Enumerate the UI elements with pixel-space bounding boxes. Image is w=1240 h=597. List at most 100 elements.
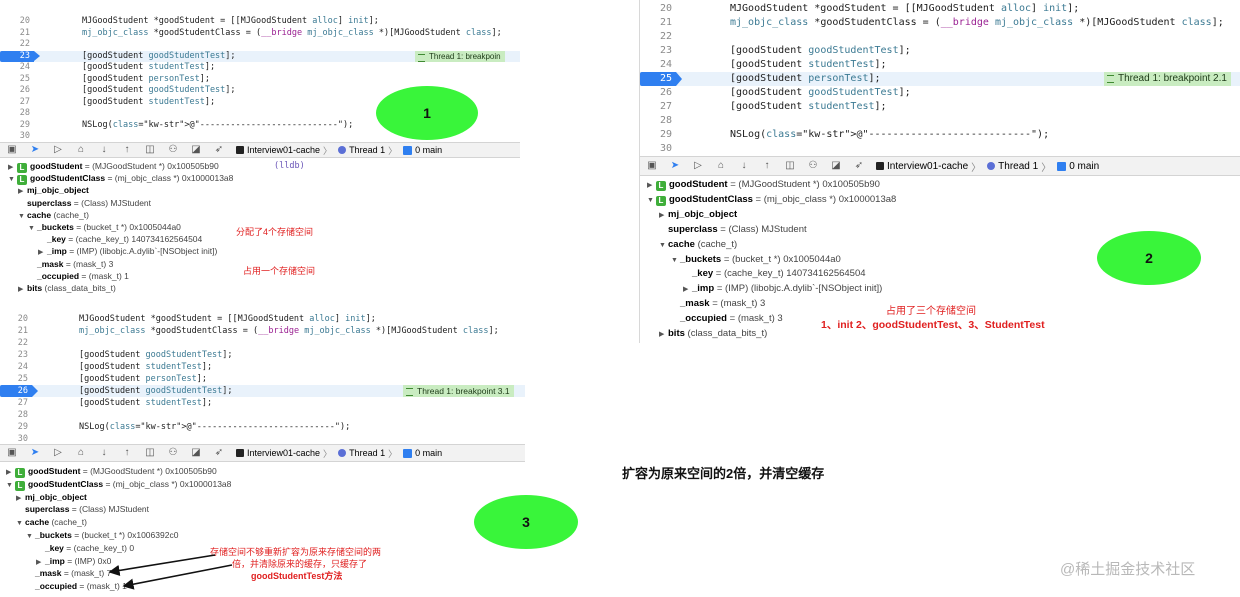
variable-row[interactable]: ▶mj_objc_object [16, 491, 87, 504]
line-number[interactable]: 21 [17, 326, 28, 336]
view-hierarchy-icon[interactable]: ◫ [145, 144, 155, 155]
line-number[interactable]: 22 [19, 39, 30, 49]
breakpoints-toggle-icon[interactable]: ➤ [670, 160, 680, 171]
variable-row[interactable]: _occupied = (mask_t) 1 [28, 270, 129, 282]
line-number[interactable]: 25 [19, 73, 30, 84]
line-number[interactable]: 21 [19, 27, 30, 38]
line-number[interactable]: 27 [17, 398, 28, 408]
step-in-icon[interactable]: ↓ [741, 160, 747, 171]
environment-icon[interactable]: ◪ [191, 144, 201, 155]
step-over-icon[interactable]: ⌂ [77, 447, 85, 458]
variable-row[interactable]: superclass = (Class) MJStudent [18, 197, 151, 209]
step-out-icon[interactable]: ↑ [124, 447, 130, 458]
variable-row[interactable]: superclass = (Class) MJStudent [16, 503, 149, 516]
line-number[interactable]: 30 [17, 434, 28, 444]
line-number[interactable]: 30 [659, 143, 672, 154]
disclosure-open-icon[interactable]: ▼ [659, 241, 666, 249]
code-line[interactable]: 22 [640, 30, 1240, 44]
code-line[interactable]: 22 [0, 39, 520, 51]
code-line[interactable]: 28 [0, 108, 520, 120]
line-number[interactable]: 29 [17, 422, 28, 432]
disclosure-open-icon[interactable]: ▼ [18, 212, 25, 220]
step-in-icon[interactable]: ↓ [101, 447, 107, 458]
variable-row[interactable]: ▶_imp = (IMP) (libobjc.A.dylib`-[NSObjec… [683, 282, 882, 297]
line-number[interactable]: 26 [0, 385, 32, 397]
breakpoints-toggle-icon[interactable]: ➤ [30, 144, 40, 155]
code-line[interactable]: 30 [0, 131, 520, 142]
environment-icon[interactable]: ◪ [191, 447, 201, 458]
variable-row[interactable]: ▶mj_objc_object [659, 208, 737, 223]
line-number[interactable]: 30 [19, 131, 30, 141]
memory-graph-icon[interactable]: ⚇ [808, 160, 818, 171]
thread-name[interactable]: Thread 1 [998, 160, 1039, 172]
line-number[interactable]: 28 [19, 108, 30, 118]
line-number[interactable]: 20 [17, 314, 28, 324]
line-number[interactable]: 29 [659, 129, 672, 140]
disclosure-open-icon[interactable]: ▼ [26, 533, 33, 540]
location-icon[interactable]: ➶ [214, 144, 224, 155]
variable-row[interactable]: superclass = (Class) MJStudent [659, 223, 807, 238]
line-number[interactable]: 24 [19, 62, 30, 72]
variable-row[interactable]: ▶_imp = (IMP) (libobjc.A.dylib`-[NSObjec… [38, 245, 217, 257]
memory-graph-icon[interactable]: ⚇ [168, 447, 178, 458]
variable-row[interactable]: ▶_imp = (IMP) 0x0 [36, 555, 111, 568]
code-line[interactable]: 28 [0, 409, 525, 421]
disclosure-closed-icon[interactable]: ▶ [659, 331, 665, 338]
variable-row[interactable]: ▼_buckets = (bucket_t *) 0x1006392c0 [26, 529, 178, 542]
hide-debug-area-icon[interactable]: ▣ [7, 447, 17, 458]
line-number[interactable]: 26 [19, 85, 30, 95]
step-in-icon[interactable]: ↓ [101, 144, 107, 155]
disclosure-open-icon[interactable]: ▼ [16, 520, 23, 528]
disclosure-closed-icon[interactable]: ▶ [659, 211, 665, 219]
continue-icon[interactable]: ▷ [694, 160, 702, 171]
disclosure-closed-icon[interactable]: ▶ [16, 494, 22, 502]
step-over-icon[interactable]: ⌂ [717, 160, 725, 171]
code-line[interactable]: 30 [0, 433, 525, 444]
line-number[interactable]: 22 [17, 338, 28, 348]
disclosure-closed-icon[interactable]: ▶ [38, 249, 44, 257]
code-line[interactable]: 26[goodStudent goodStudentTest]; [0, 85, 520, 97]
memory-graph-icon[interactable]: ⚇ [168, 144, 178, 155]
line-number[interactable]: 25 [640, 72, 676, 86]
code-line[interactable]: 23[goodStudent goodStudentTest]; [640, 44, 1240, 58]
line-number[interactable]: 28 [659, 115, 672, 126]
variable-row[interactable]: _mask = (mask_t) 3 [28, 258, 113, 270]
line-number[interactable]: 24 [17, 362, 28, 372]
thread-name[interactable]: Thread 1 [349, 145, 386, 155]
hide-debug-area-icon[interactable]: ▣ [647, 160, 657, 171]
variable-row[interactable]: _key = (cache_key_t) 140734162564504 [38, 233, 202, 245]
code-line[interactable]: 24[goodStudent studentTest]; [0, 62, 520, 74]
code-line[interactable]: 30 [640, 142, 1240, 155]
line-number[interactable]: 25 [17, 374, 28, 384]
line-number[interactable]: 29 [19, 119, 30, 130]
target-name[interactable]: Interview01-cache [247, 448, 321, 458]
disclosure-open-icon[interactable]: ▼ [671, 256, 678, 264]
code-line[interactable]: 23[goodStudent goodStudentTest]; [0, 349, 525, 361]
code-line[interactable]: 27[goodStudent studentTest]; [0, 97, 520, 109]
code-line[interactable]: 25[goodStudent personTest]; [0, 74, 520, 86]
disclosure-closed-icon[interactable]: ▶ [18, 188, 24, 196]
variable-row[interactable]: ▶bits (class_data_bits_t) [659, 327, 767, 342]
line-number[interactable]: 24 [659, 59, 672, 70]
location-icon[interactable]: ➶ [214, 447, 224, 458]
disclosure-closed-icon[interactable]: ▶ [36, 558, 42, 566]
variable-row[interactable]: ▶mj_objc_object [18, 184, 89, 196]
continue-icon[interactable]: ▷ [54, 144, 62, 155]
line-number[interactable]: 21 [659, 17, 672, 28]
variable-row[interactable]: _key = (cache_key_t) 140734162564504 [683, 267, 866, 282]
code-line[interactable]: 26[goodStudent goodStudentTest]; [640, 86, 1240, 100]
